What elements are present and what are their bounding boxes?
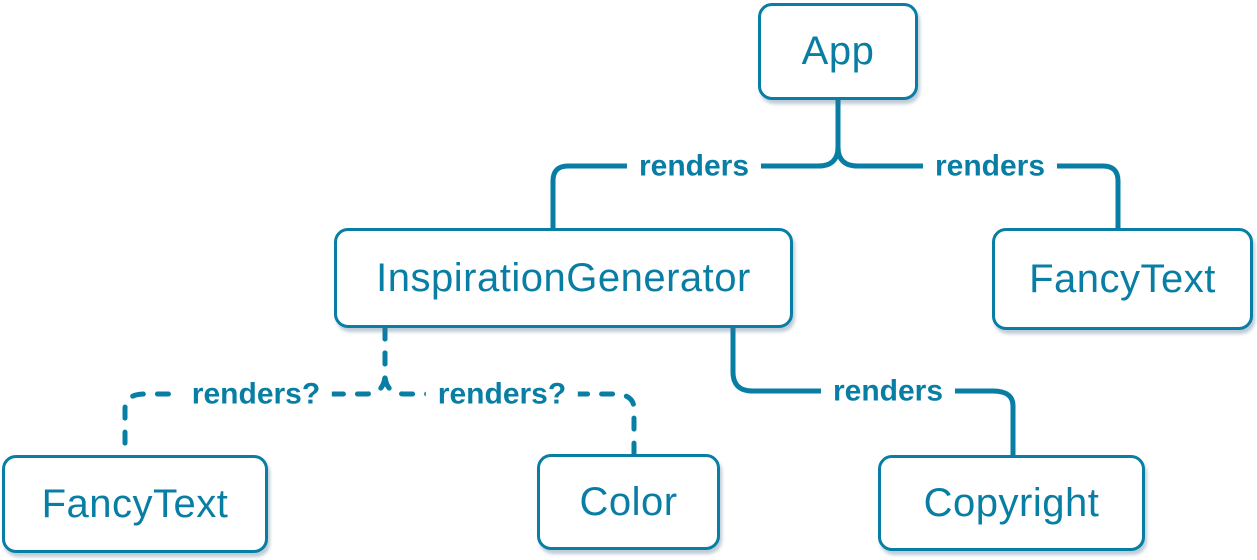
edge-label-app-fancy-text: renders (922, 149, 1058, 183)
edge-label-inspiration-generator-copyright: renders (820, 374, 956, 408)
node-fancy-text-bottom: FancyText (2, 455, 268, 553)
edge-label-app-inspiration-generator: renders (626, 149, 762, 183)
node-inspiration-generator: InspirationGenerator (334, 228, 793, 328)
node-color: Color (537, 454, 720, 550)
edge-label-inspiration-generator-color: renders? (425, 377, 579, 411)
node-app-label: App (801, 29, 875, 73)
node-fancy-text-top-label: FancyText (1029, 256, 1216, 301)
node-app: App (758, 3, 918, 100)
node-inspiration-generator-label: InspirationGenerator (376, 255, 751, 300)
node-copyright-label: Copyright (923, 480, 1100, 525)
node-color-label: Color (579, 479, 678, 524)
node-copyright: Copyright (878, 455, 1145, 551)
node-fancy-text-bottom-label: FancyText (41, 481, 229, 526)
edge-label-inspiration-generator-fancy-text: renders? (179, 377, 333, 411)
node-fancy-text-top: FancyText (992, 228, 1253, 330)
